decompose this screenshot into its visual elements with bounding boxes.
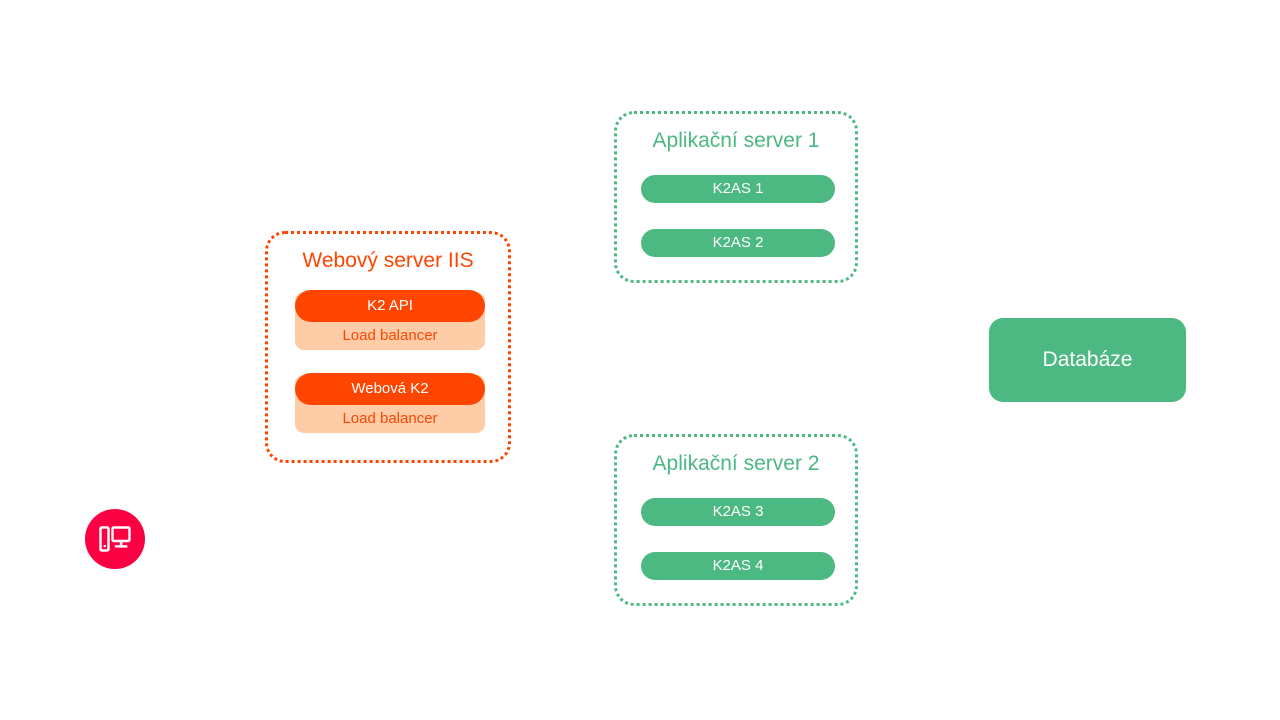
client-devices-icon[interactable] [85, 509, 145, 569]
service-pill-webova-k2[interactable]: Webová K2 [295, 373, 485, 405]
group-web-server-iis[interactable]: Webový server IIS K2 API Load balancer W… [265, 231, 511, 463]
web-server-title: Webový server IIS [302, 249, 474, 272]
devices-monitor-icon [99, 526, 131, 552]
service-pill-k2-api[interactable]: K2 API [295, 290, 485, 322]
node-pill-k2as-1[interactable]: K2AS 1 [641, 175, 835, 203]
web-server-unit-1[interactable]: K2 API Load balancer [295, 290, 485, 350]
database-box[interactable]: Databáze [989, 318, 1186, 402]
load-balancer-label-2: Load balancer [342, 410, 438, 427]
node-pill-k2as-2[interactable]: K2AS 2 [641, 229, 835, 257]
group-application-server-2[interactable]: Aplikační server 2 K2AS 3 K2AS 4 [614, 434, 858, 606]
application-server-1-title: Aplikační server 1 [652, 129, 820, 152]
node-pill-k2as-3[interactable]: K2AS 3 [641, 498, 835, 526]
group-application-server-1[interactable]: Aplikační server 1 K2AS 1 K2AS 2 [614, 111, 858, 283]
load-balancer-label-1: Load balancer [342, 327, 438, 344]
node-pill-k2as-4[interactable]: K2AS 4 [641, 552, 835, 580]
web-server-unit-2[interactable]: Webová K2 Load balancer [295, 373, 485, 433]
application-server-2-title: Aplikační server 2 [652, 452, 820, 475]
